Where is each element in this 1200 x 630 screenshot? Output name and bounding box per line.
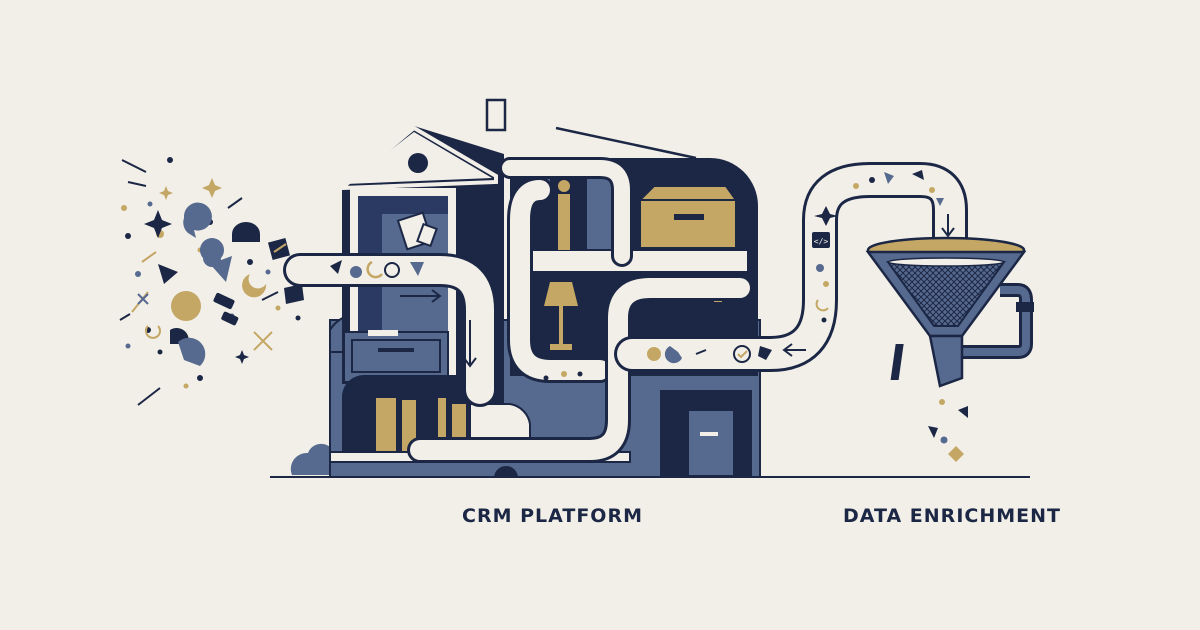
data-pipes — [283, 157, 968, 463]
flow-arrows — [400, 214, 955, 368]
code-badge — [812, 232, 830, 248]
shrub — [290, 443, 338, 475]
enrichment-funnel — [865, 236, 1034, 462]
crm-platform-label: CRM PLATFORM — [462, 505, 643, 527]
pipe-data-particles — [330, 170, 944, 381]
code-badge-icon: </> — [814, 237, 829, 246]
scattered-data-particles — [119, 157, 312, 406]
data-enrichment-label: DATA ENRICHMENT — [843, 505, 1061, 527]
